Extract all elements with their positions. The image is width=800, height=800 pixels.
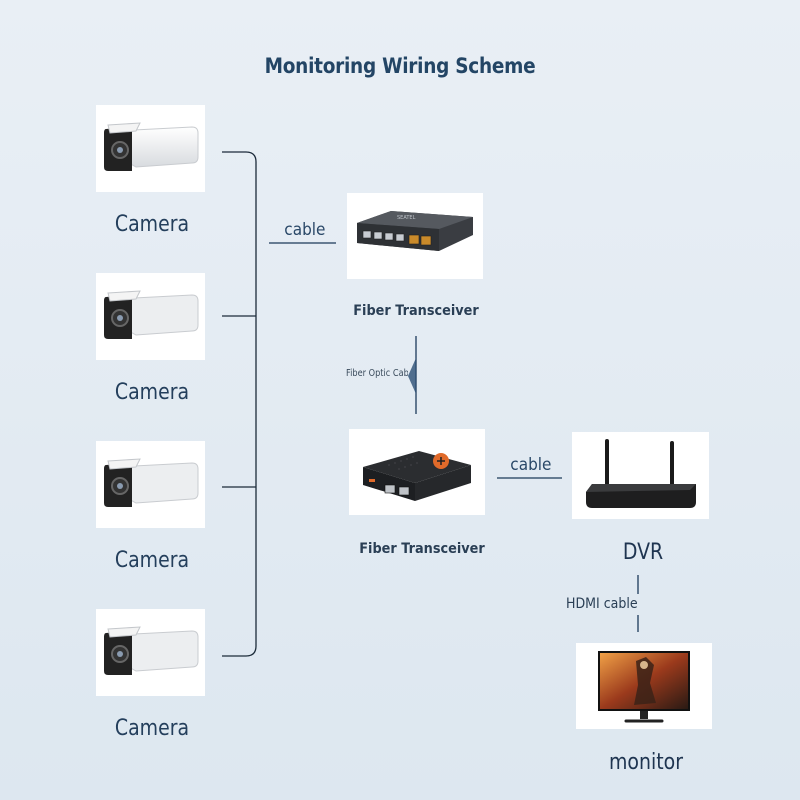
fiber-label-clip: Fiber Optic Cable <box>346 368 408 382</box>
camera-icon <box>104 290 199 339</box>
dvr-label: DVR <box>622 540 664 565</box>
fiber-transceiver-top-label: Fiber Transceiver <box>353 303 479 319</box>
camera-icon <box>104 458 199 507</box>
media-converter-icon <box>363 451 471 501</box>
camera-label: Camera <box>114 380 190 405</box>
camera-icon <box>104 626 199 675</box>
camera-image <box>96 105 205 192</box>
fiber-arrow <box>408 358 416 394</box>
camera-label: Camera <box>114 212 190 237</box>
monitor-icon <box>598 651 690 723</box>
switch-icon <box>357 211 473 251</box>
fiber-transceiver-top-image: SEATEL <box>347 193 483 279</box>
hdmi-cable-label: HDMI cable <box>565 596 638 612</box>
camera-image <box>96 441 205 528</box>
diagram-title: Monitoring Wiring Scheme <box>264 54 536 78</box>
dvr-image <box>572 432 709 519</box>
camera-image <box>96 273 205 360</box>
cable-label: cable <box>510 455 552 475</box>
dvr-icon <box>586 439 696 508</box>
monitor-label: monitor <box>608 750 684 775</box>
camera-image <box>96 609 205 696</box>
camera-icon <box>104 122 199 171</box>
camera-label: Camera <box>114 716 190 741</box>
cable-label: cable <box>284 220 326 240</box>
camera-bracket <box>222 151 257 657</box>
fiber-optic-label: Fiber Optic Cable <box>346 368 408 379</box>
camera-label: Camera <box>114 548 190 573</box>
fiber-transceiver-bottom-label: Fiber Transceiver <box>359 541 485 557</box>
monitor-image <box>576 643 712 729</box>
fiber-transceiver-bottom-image <box>349 429 485 515</box>
switch-brand: SEATEL <box>397 215 416 221</box>
